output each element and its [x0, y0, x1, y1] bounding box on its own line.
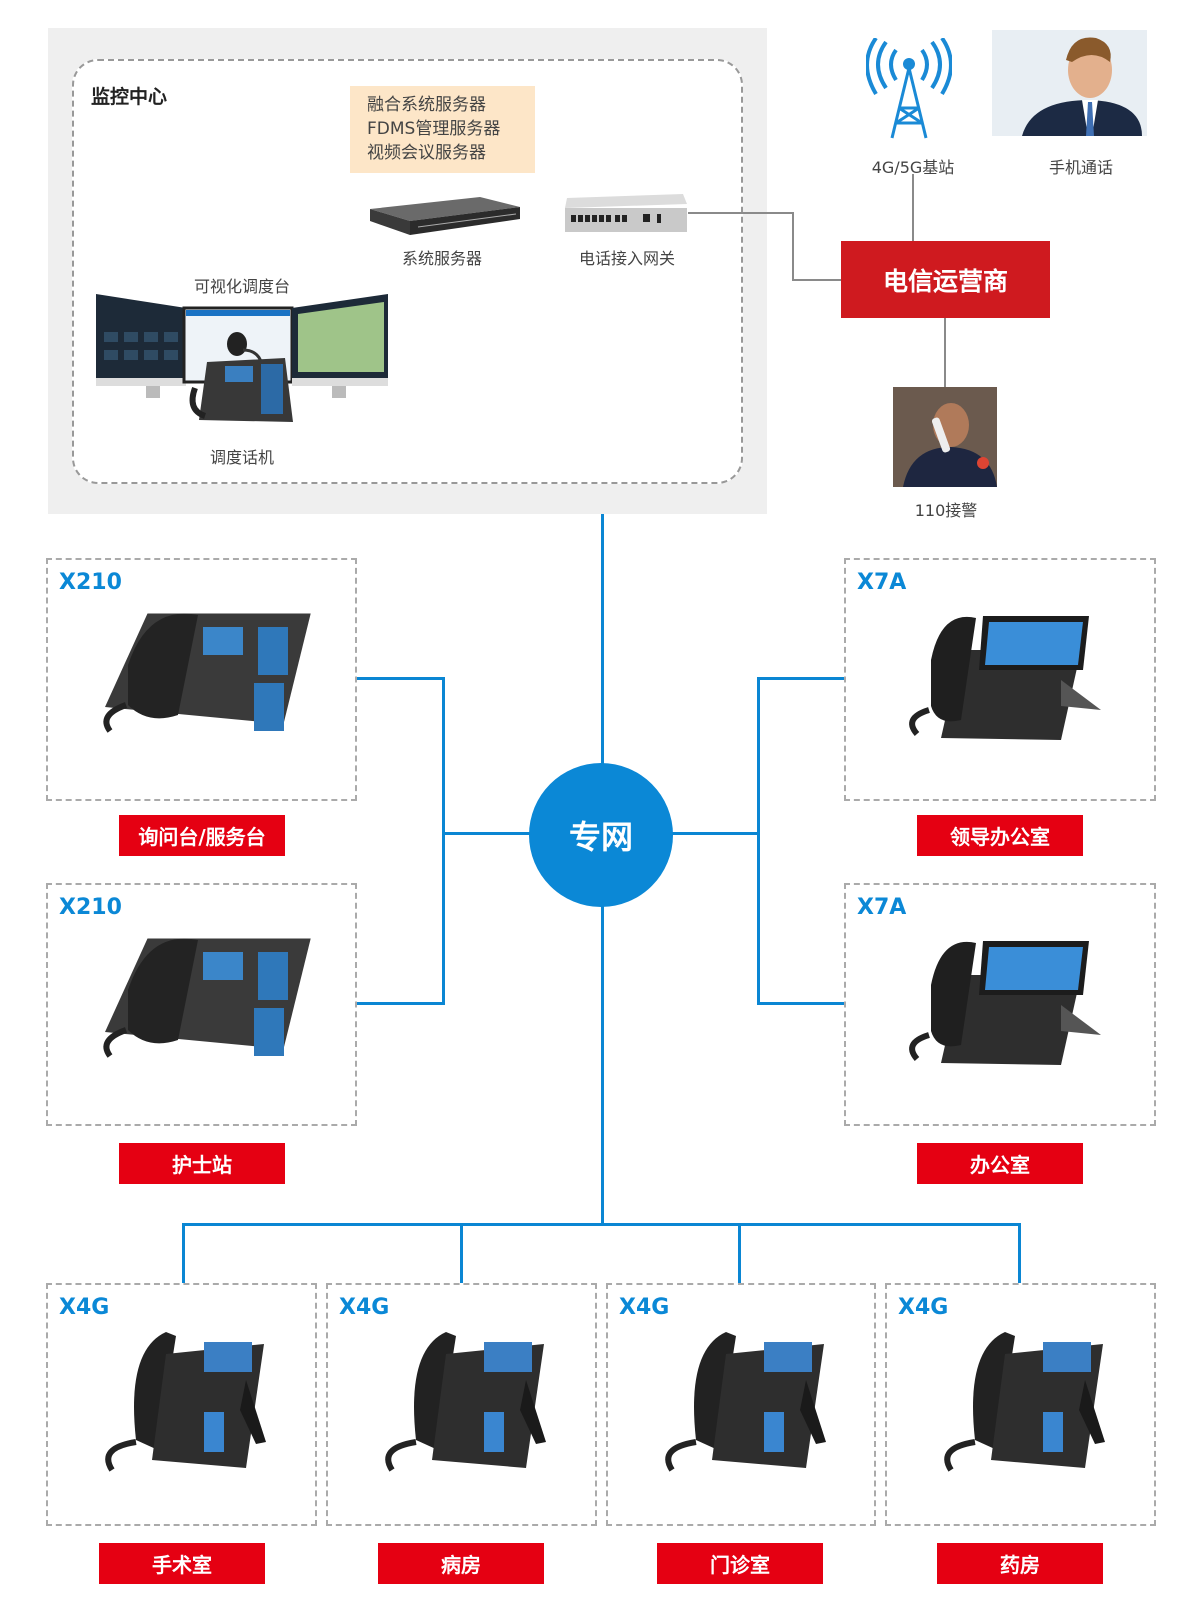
phone-model: X7A	[857, 570, 907, 595]
network-drop-line	[460, 1223, 463, 1283]
gateway-connector	[792, 279, 841, 281]
phone-card: X4G	[885, 1283, 1156, 1526]
network-drop-line	[182, 1223, 185, 1283]
phone-card: X7A	[844, 558, 1156, 801]
phone-card: X4G	[46, 1283, 317, 1526]
phone-model: X210	[59, 895, 122, 920]
police-connector	[944, 318, 946, 387]
server-list-item: FDMS管理服务器	[367, 119, 501, 139]
base-station-connector	[912, 174, 914, 241]
network-branch-line	[757, 1002, 845, 1005]
server-list-item: 融合系统服务器	[367, 95, 486, 115]
location-tag: 领导办公室	[917, 815, 1083, 856]
base-station-label: 4G/5G基站	[871, 158, 955, 177]
phone-model: X4G	[898, 1295, 949, 1320]
location-tag: 护士站	[119, 1143, 285, 1184]
mobile-caller-photo	[992, 30, 1147, 136]
location-tag: 询问台/服务台	[119, 815, 285, 856]
phone-model: X4G	[619, 1295, 670, 1320]
network-branch-line	[357, 677, 445, 680]
location-tag: 病房	[378, 1543, 544, 1584]
cell-tower-icon	[866, 38, 952, 139]
dispatch-console-monitors-icon	[96, 294, 388, 398]
network-branch-line	[442, 832, 532, 835]
location-tag: 手术室	[99, 1543, 265, 1584]
gateway-label: 电话接入网关	[578, 249, 676, 268]
phone-card: X4G	[606, 1283, 876, 1526]
server-list-box: 融合系统服务器 FDMS管理服务器 视频会议服务器	[350, 86, 535, 173]
phone-model: X210	[59, 570, 122, 595]
network-branch-line	[757, 677, 760, 1004]
phone-model: X4G	[59, 1295, 110, 1320]
police-label: 110接警	[914, 501, 978, 520]
mobile-call-label: 手机通话	[1048, 158, 1114, 177]
x4g-phone-icon	[944, 1332, 1105, 1472]
dispatch-phone-label: 调度话机	[209, 448, 275, 467]
network-bus-line	[182, 1223, 1021, 1226]
phone-model: X4G	[339, 1295, 390, 1320]
x4g-phone-icon	[385, 1332, 546, 1472]
dispatch-phone-icon	[189, 332, 293, 422]
private-network-hub: 专网	[529, 763, 673, 907]
x210-phone-icon	[103, 938, 311, 1058]
x7a-phone-icon	[909, 941, 1101, 1065]
phone-card: X210	[46, 558, 357, 801]
location-tag: 药房	[937, 1543, 1103, 1584]
location-tag: 门诊室	[657, 1543, 823, 1584]
phone-card: X7A	[844, 883, 1156, 1126]
x4g-phone-icon	[105, 1332, 266, 1472]
x4g-phone-icon	[665, 1332, 826, 1472]
monitor-center-title: 监控中心	[91, 86, 168, 108]
server-list-item: 视频会议服务器	[367, 143, 486, 163]
network-branch-line	[357, 1002, 445, 1005]
network-drop-line	[1018, 1223, 1021, 1283]
phone-card: X210	[46, 883, 357, 1126]
phone-card: X4G	[326, 1283, 597, 1526]
carrier-box: 电信运营商	[841, 241, 1050, 318]
phone-model: X7A	[857, 895, 907, 920]
x7a-phone-icon	[909, 616, 1101, 740]
network-trunk-line	[601, 514, 604, 764]
network-branch-line	[757, 677, 845, 680]
x210-phone-icon	[103, 613, 311, 733]
network-branch-line	[442, 677, 445, 1004]
network-branch-line	[670, 832, 760, 835]
police-operator-photo	[893, 387, 997, 487]
gateway-connector	[688, 212, 794, 214]
console-label: 可视化调度台	[193, 277, 291, 296]
gateway-connector	[792, 212, 794, 280]
gateway-device-icon	[565, 194, 687, 232]
rack-server-icon	[370, 197, 520, 235]
location-tag: 办公室	[917, 1143, 1083, 1184]
system-server-label: 系统服务器	[401, 249, 483, 268]
network-trunk-line	[601, 905, 604, 1226]
network-drop-line	[738, 1223, 741, 1283]
